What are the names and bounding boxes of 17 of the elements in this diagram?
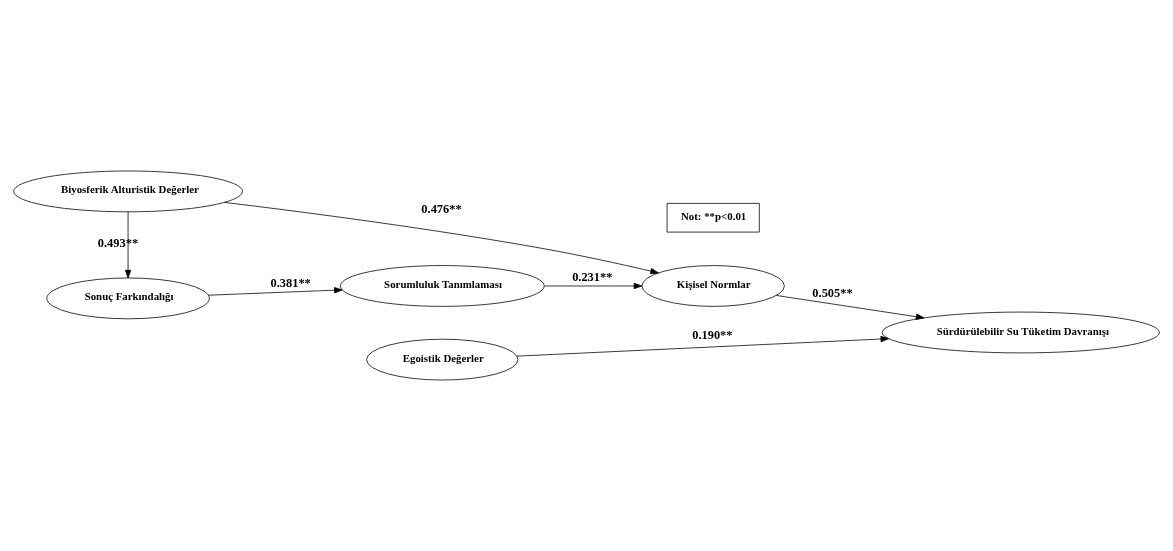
arrow [207,287,343,296]
edge-label: 0.493** [97,236,139,251]
edge-label: 0.231** [572,270,613,285]
arrow [544,282,643,290]
arrow [516,335,890,357]
arrow [775,295,925,320]
edge-label: 0.190** [692,327,733,342]
edge-label: 0.505** [812,285,853,300]
edge-label: 0.381** [270,276,311,291]
node-box: Not: **p<0.01 [666,203,760,233]
node-ellipse: Sorumluluk Tanımlaması [339,265,545,307]
edge-label: 0.476** [421,201,462,216]
arrow [124,211,132,279]
node-ellipse: Biyosferik Alturistik Değerler [13,170,243,213]
node-ellipse: Sonuç Farkındalığı [46,277,210,320]
node-ellipse: Egoistik Değerler [366,338,519,381]
arrow [224,202,659,275]
